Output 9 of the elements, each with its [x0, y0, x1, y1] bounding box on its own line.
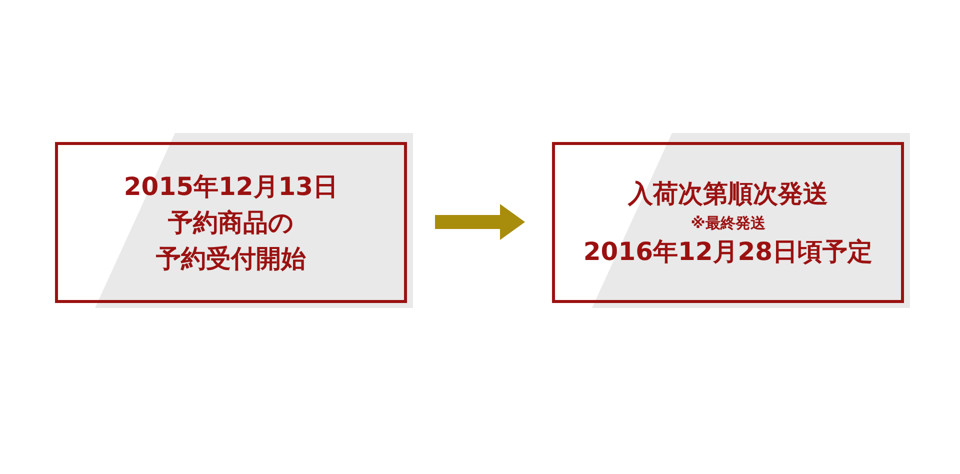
step-box	[55, 142, 407, 303]
step-text: 予約受付開始	[156, 242, 306, 274]
step-text: 入荷次第順次発送	[628, 178, 828, 210]
note-text: ※最終発送	[690, 212, 766, 234]
arrow	[435, 204, 525, 240]
step-text: 2016年12月28日頃予定	[583, 236, 873, 268]
step-text: 2015年12月13日	[124, 170, 338, 202]
step-text: 予約商品の	[168, 206, 294, 238]
step-box	[552, 142, 904, 303]
